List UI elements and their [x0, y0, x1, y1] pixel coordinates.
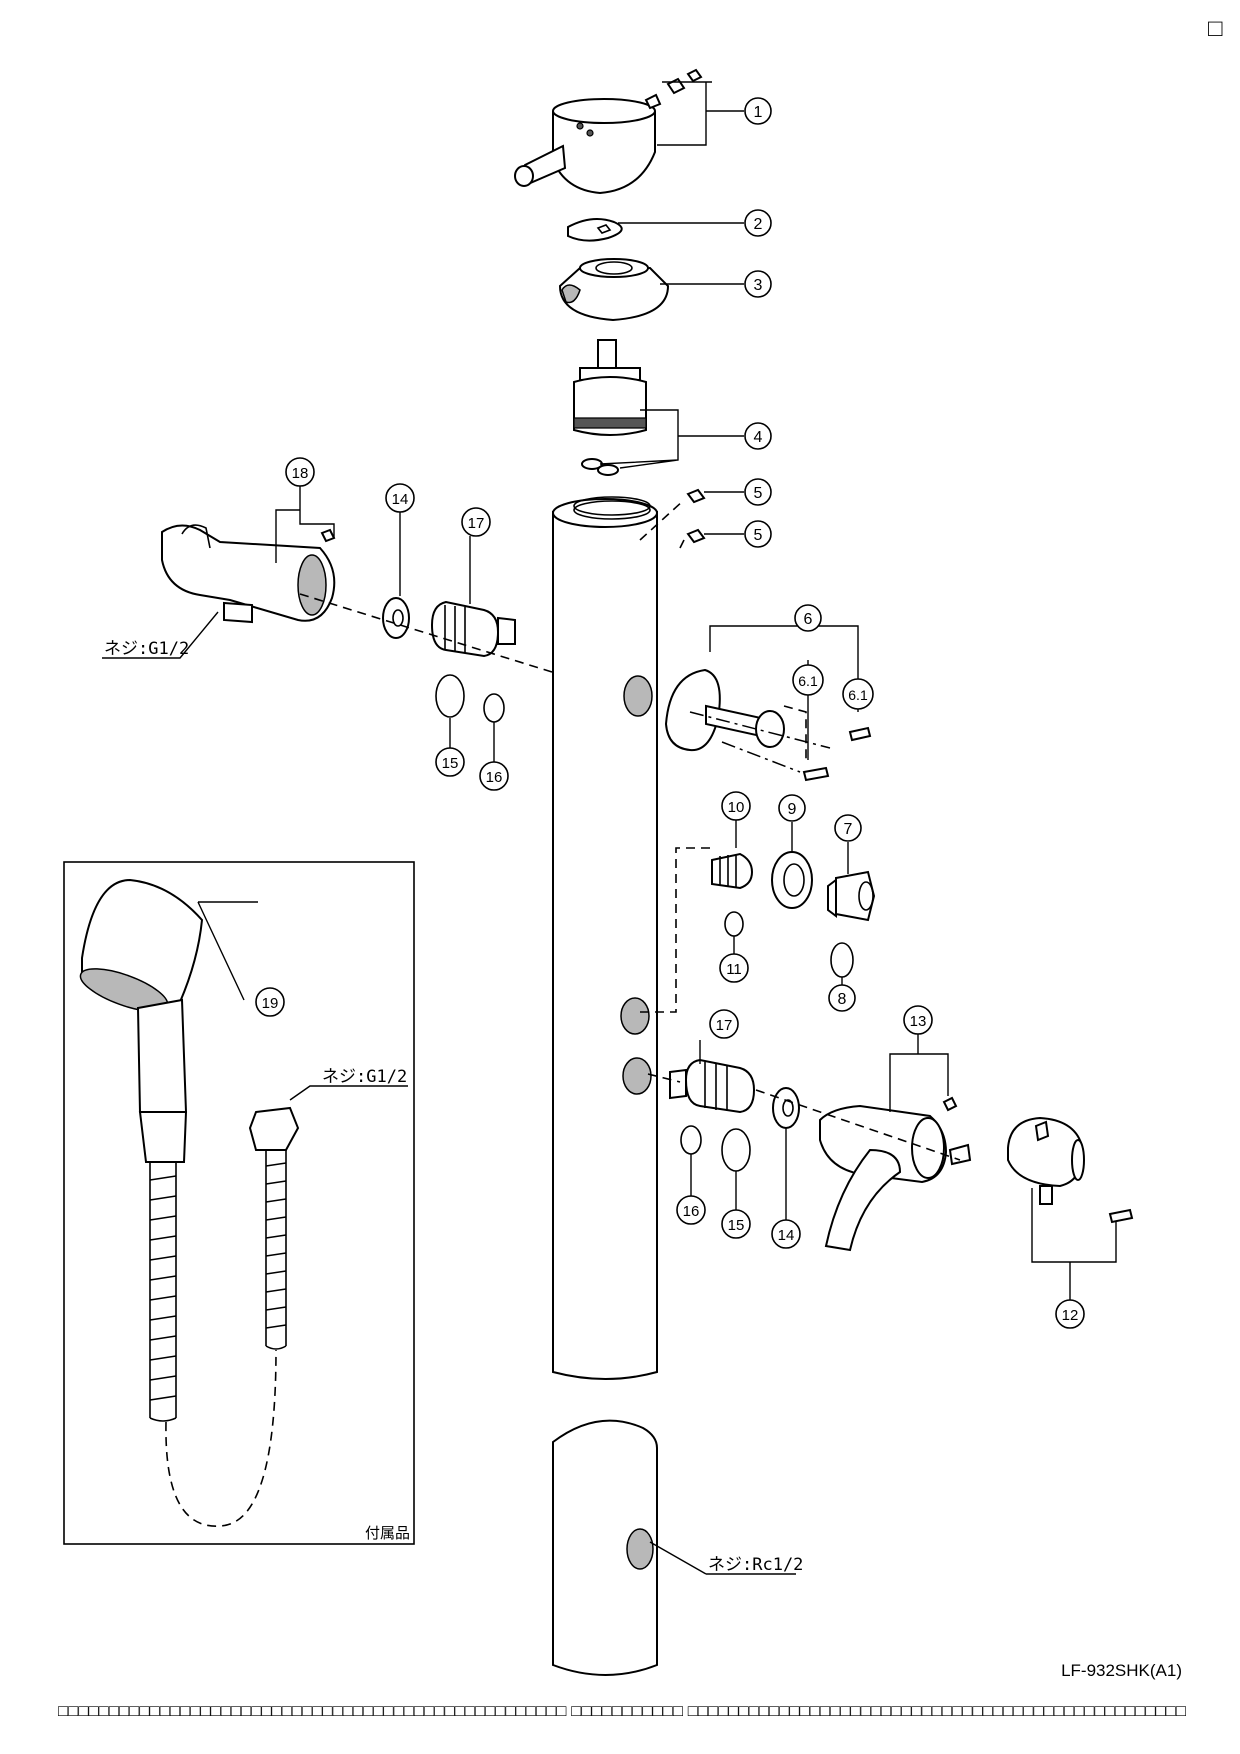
svg-text:17: 17	[716, 1017, 733, 1034]
footer-text: □□□□□□□□□□□□□□□□□□□□□□□□□□□□□□□□□□□□□□□□…	[58, 1703, 1186, 1720]
gasket-9	[771, 851, 813, 909]
callout-18: 18	[285, 457, 315, 487]
svg-text:1: 1	[754, 104, 763, 121]
svg-text:14: 14	[392, 491, 409, 508]
callout-5b: 5	[744, 520, 772, 548]
accessory-label: 付属品	[365, 1525, 410, 1542]
svg-text:5: 5	[754, 527, 763, 544]
svg-text:7: 7	[844, 821, 853, 838]
svg-text:12: 12	[1062, 1307, 1079, 1324]
main-pipe	[552, 496, 658, 1676]
hose-thread-label: ネジ:G1/2	[322, 1067, 407, 1087]
cover-ring	[558, 258, 670, 322]
cap-plate	[567, 217, 623, 242]
adapter-7	[827, 870, 876, 922]
connector-upper	[430, 600, 516, 658]
svg-text:10: 10	[728, 799, 745, 816]
svg-text:13: 13	[910, 1013, 927, 1030]
callout-10: 10	[721, 791, 751, 821]
leader-lines	[102, 81, 1117, 1575]
svg-text:11: 11	[726, 961, 742, 978]
callout-3: 3	[744, 270, 772, 298]
svg-text:6.1: 6.1	[848, 687, 868, 703]
svg-text:2: 2	[754, 216, 763, 233]
callout-11: 11	[719, 953, 749, 983]
temperature-knob	[1007, 1116, 1134, 1224]
callout-7: 7	[834, 814, 862, 842]
callout-14b: 14	[771, 1219, 801, 1249]
corner-mark: □	[1208, 15, 1223, 42]
svg-text:16: 16	[486, 769, 503, 786]
svg-text:17: 17	[468, 515, 485, 532]
callout-8: 8	[828, 984, 856, 1012]
o-ring-15-lower	[721, 1128, 751, 1172]
callout-17a: 17	[461, 507, 491, 537]
svg-text:15: 15	[728, 1217, 745, 1234]
accessory-box: 付属品	[63, 861, 415, 1545]
callout-14a: 14	[385, 483, 415, 513]
svg-text:18: 18	[292, 465, 309, 482]
spout-body	[819, 1096, 972, 1252]
washer-upper	[382, 597, 410, 639]
callout-13: 13	[903, 1005, 933, 1035]
callout-19: 19	[255, 987, 285, 1017]
callout-15b: 15	[721, 1209, 751, 1239]
shower-holder	[161, 524, 336, 624]
callout-6-1a: 6.1	[792, 664, 824, 696]
lever-handle	[514, 68, 703, 195]
connector-lower	[669, 1058, 756, 1114]
o-ring-16-upper	[483, 693, 505, 723]
hook-bracket	[664, 668, 872, 782]
callout-16a: 16	[479, 761, 509, 791]
o-ring-11	[724, 911, 744, 937]
svg-text:4: 4	[754, 429, 763, 446]
callout-17b: 17	[709, 1009, 739, 1039]
callout-6-1b: 6.1	[842, 678, 874, 710]
svg-text:8: 8	[838, 991, 847, 1008]
nipple-10	[711, 852, 754, 890]
callout-4: 4	[744, 422, 772, 450]
pipe-thread-label: ネジ:Rc1/2	[708, 1555, 803, 1575]
svg-text:19: 19	[262, 995, 279, 1012]
callout-12: 12	[1055, 1299, 1085, 1329]
callout-2: 2	[744, 209, 772, 237]
svg-text:14: 14	[778, 1227, 795, 1244]
callout-6: 6	[794, 604, 822, 632]
set-screws	[686, 488, 706, 544]
callout-16b: 16	[676, 1195, 706, 1225]
o-ring-8	[830, 942, 854, 978]
svg-text:6: 6	[804, 611, 813, 628]
callout-15a: 15	[435, 747, 465, 777]
svg-text:5: 5	[754, 485, 763, 502]
model-code: LF-932SHK(A1)	[1061, 1661, 1182, 1680]
cartridge	[573, 339, 647, 476]
callout-9: 9	[778, 794, 806, 822]
svg-text:3: 3	[754, 277, 763, 294]
svg-text:9: 9	[788, 801, 797, 818]
washer-lower	[772, 1087, 800, 1129]
svg-text:6.1: 6.1	[798, 673, 818, 689]
callout-5a: 5	[744, 478, 772, 506]
holder-thread-label: ネジ:G1/2	[104, 639, 189, 659]
o-ring-16-lower	[680, 1125, 702, 1155]
svg-text:15: 15	[442, 755, 459, 772]
svg-text:16: 16	[683, 1203, 700, 1220]
callout-1: 1	[744, 97, 772, 125]
o-ring-15-upper	[435, 674, 465, 718]
